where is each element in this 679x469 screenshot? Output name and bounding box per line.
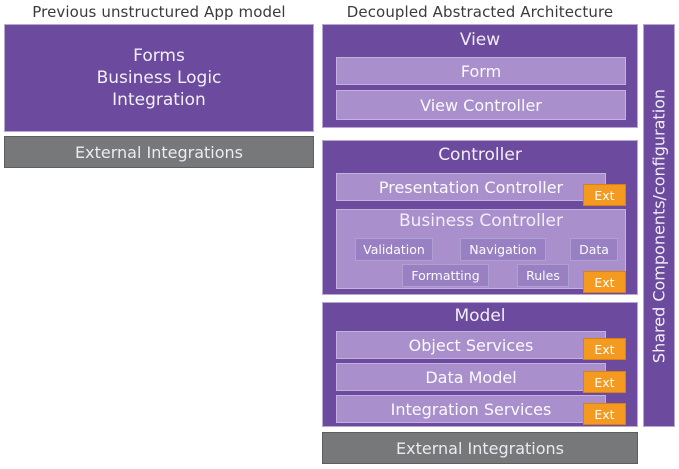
controller-panel-title: Controller: [438, 145, 522, 165]
business-controller-ext-badge: Ext: [583, 271, 626, 293]
view-controller-bar: View Controller: [336, 90, 626, 120]
chip-formatting: Formatting: [402, 264, 489, 287]
presentation-controller-ext-badge: Ext: [583, 184, 626, 206]
shared-components-sidebar: Shared Components/configuration: [643, 24, 675, 427]
legacy-app-panel: Forms Business Logic Integration: [4, 24, 314, 132]
object-services-bar: Object Services: [336, 331, 606, 359]
legacy-forms-label: Forms: [133, 46, 185, 66]
model-panel-title: Model: [454, 306, 506, 326]
data-model-ext-badge: Ext: [583, 371, 626, 393]
legacy-business-logic-label: Business Logic: [96, 68, 222, 88]
shared-components-label: Shared Components/configuration: [649, 88, 669, 363]
chip-data: Data: [570, 238, 618, 261]
view-panel-title: View: [459, 30, 501, 50]
legacy-integration-label: Integration: [112, 90, 206, 110]
data-model-bar: Data Model: [336, 363, 606, 391]
left-column-heading: Previous unstructured App model: [32, 3, 286, 21]
integration-services-ext-badge: Ext: [583, 403, 626, 425]
chip-validation: Validation: [355, 238, 433, 261]
view-panel: View Form View Controller: [322, 24, 638, 128]
business-controller-title: Business Controller: [399, 211, 563, 231]
presentation-controller-bar: Presentation Controller: [336, 173, 606, 201]
business-controller-box: Business Controller Validation Navigatio…: [336, 209, 626, 289]
legacy-external-integrations-bar: External Integrations: [4, 136, 314, 168]
form-bar: Form: [336, 57, 626, 85]
integration-services-bar: Integration Services: [336, 395, 606, 423]
model-panel: Model Object Services Ext Data Model Ext…: [322, 302, 638, 427]
chip-navigation: Navigation: [460, 238, 546, 261]
legacy-stack-labels: Forms Business Logic Integration: [5, 45, 313, 111]
object-services-ext-badge: Ext: [583, 338, 626, 360]
chip-rules: Rules: [517, 264, 569, 287]
architecture-external-integrations-bar: External Integrations: [322, 432, 638, 464]
controller-panel: Controller Presentation Controller Ext B…: [322, 140, 638, 295]
right-column-heading: Decoupled Abstracted Architecture: [346, 3, 614, 21]
